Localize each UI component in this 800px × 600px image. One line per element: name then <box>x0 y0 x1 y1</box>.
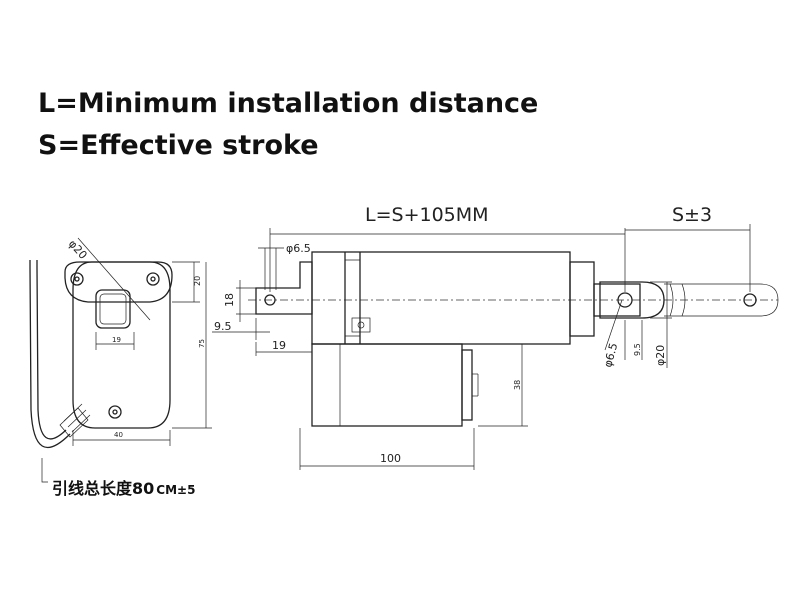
stroke-label: S±3 <box>672 204 712 226</box>
front-nose <box>569 261 595 337</box>
rear-18-label: 18 <box>223 293 236 307</box>
piston-rod <box>593 283 641 317</box>
side-hole-right-inner <box>150 276 156 282</box>
side-wire-1 <box>36 267 67 440</box>
rod-phi20-label: φ20 <box>654 345 667 366</box>
main-housing <box>311 251 571 345</box>
side-40-label: 40 <box>114 431 123 439</box>
side-hole-bottom <box>108 405 122 419</box>
motor-38-label: 38 <box>513 380 522 390</box>
side-hole-left-inner <box>74 276 80 282</box>
side-75-label: 75 <box>198 339 206 348</box>
extended-rod <box>664 283 779 317</box>
side-phi20-label: φ20 <box>66 237 90 262</box>
rear-9.5-label: 9.5 <box>214 320 232 333</box>
side-20-label: 20 <box>193 276 202 286</box>
side-wire-2 <box>29 267 71 449</box>
rear-clevis <box>255 261 313 315</box>
rod-phi6.5-label: φ6.5 <box>601 342 620 369</box>
front-view: L=S+105MM S±3 φ6.5 18 9.5 19 100 38 <box>212 204 779 470</box>
rear-19-label: 19 <box>272 339 286 352</box>
total-length-label: L=S+105MM <box>365 204 489 226</box>
side-shaft-opening <box>95 289 131 329</box>
length-100-label: 100 <box>380 452 401 465</box>
side-19-label: 19 <box>112 336 121 344</box>
side-view: φ20 20 19 75 40 <box>29 237 212 483</box>
motor-housing <box>311 343 463 427</box>
side-hole-right <box>146 272 160 286</box>
rod-9.5-label: 9.5 <box>633 343 642 356</box>
definition-line-l: L=Minimum installation distance <box>38 88 539 119</box>
definition-line-s: S=Effective stroke <box>38 130 319 161</box>
motor-cap <box>461 349 473 421</box>
extended-rod-hole <box>743 293 757 307</box>
side-hole-left <box>70 272 84 286</box>
screw-boss <box>351 317 371 333</box>
side-body-outline <box>72 261 171 429</box>
side-flange <box>64 261 173 303</box>
rear-phi6.5-label: φ6.5 <box>286 242 311 255</box>
rear-clevis-hole <box>264 294 276 306</box>
rod-end <box>599 281 665 319</box>
rod-end-hole <box>617 292 633 308</box>
side-hole-bottom-inner <box>112 409 118 415</box>
